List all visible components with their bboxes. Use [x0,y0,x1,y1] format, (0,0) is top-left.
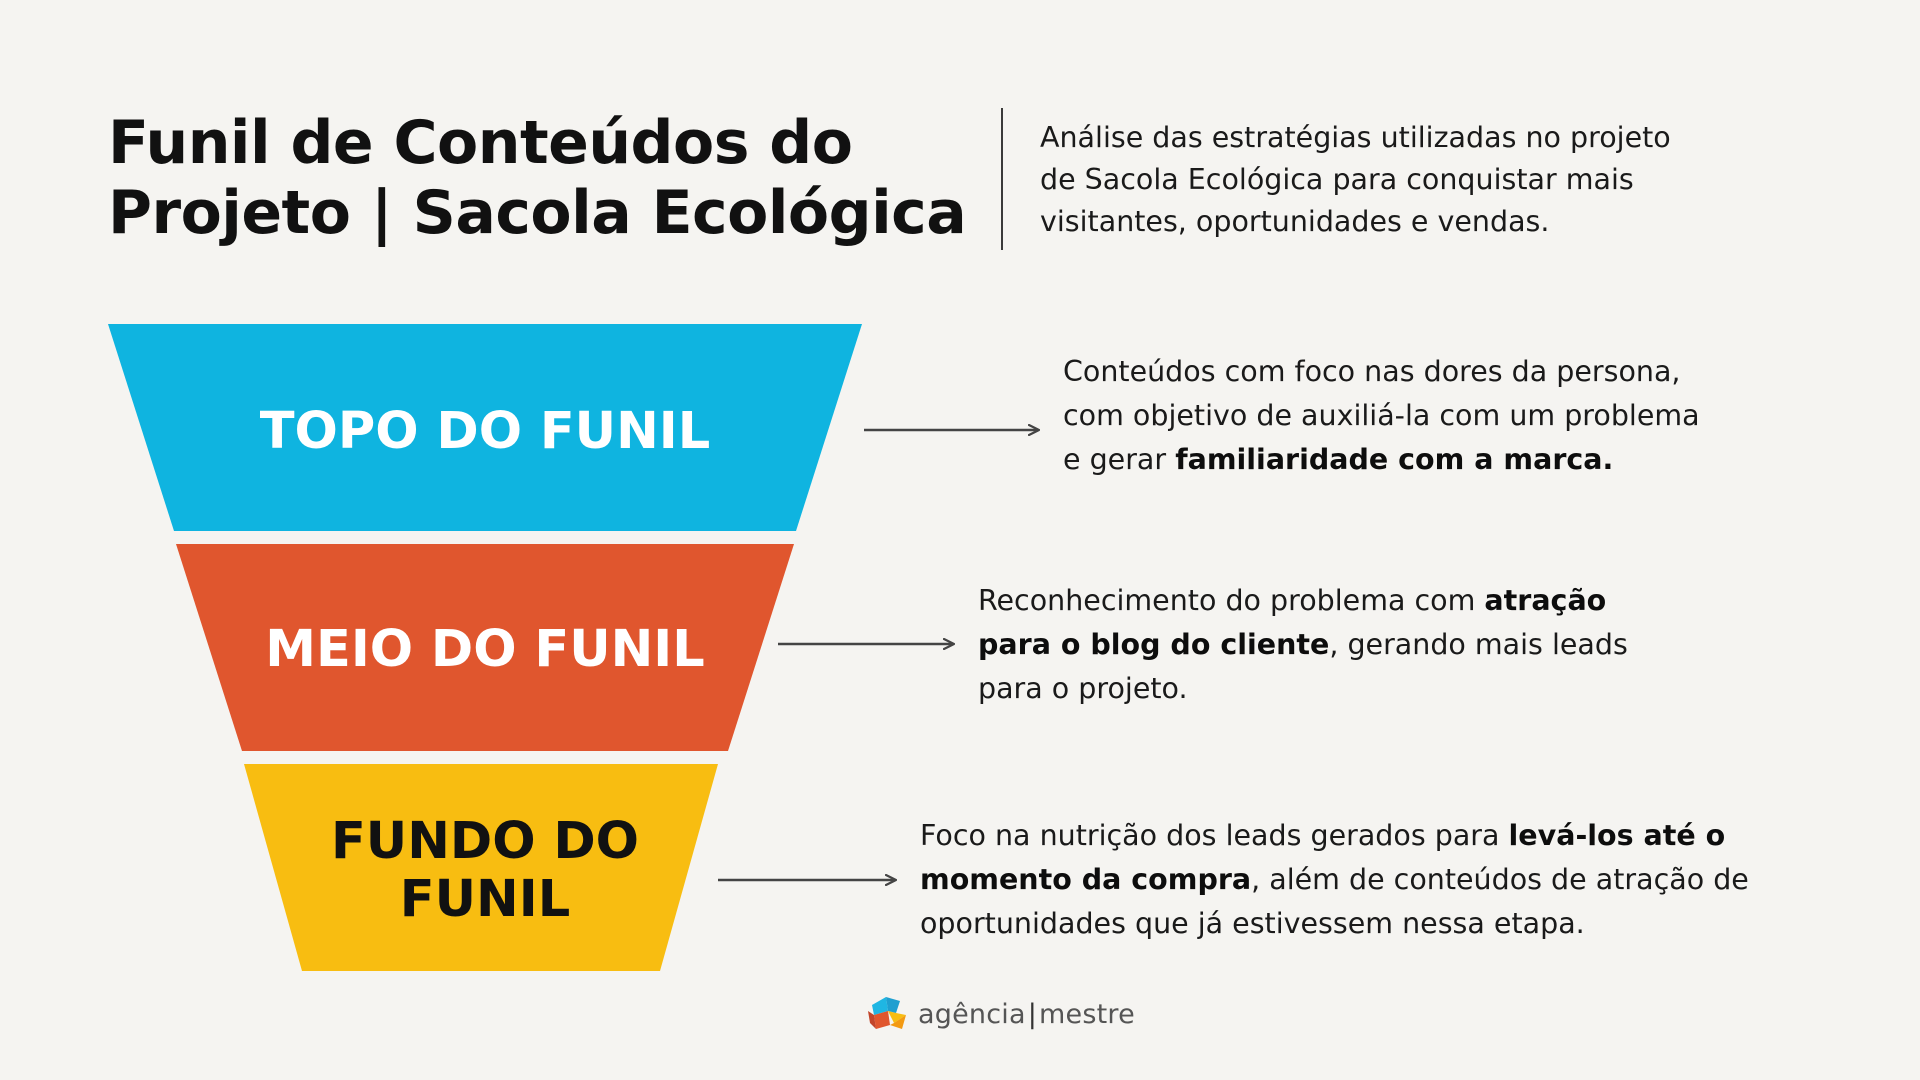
title-line-1: Funil de Conteúdos do [108,108,853,178]
description-line: para o projeto. [978,667,1628,711]
subtitle-line-3: visitantes, oportunidades e vendas. [1040,205,1550,238]
description-line: com objetivo de auxiliá-la com um proble… [1063,394,1700,438]
description-emphasis: familiaridade com a marca. [1175,443,1614,476]
title-line-2: Projeto | Sacola Ecológica [108,178,967,248]
description-text: e gerar [1063,443,1176,476]
description-line: Foco na nutrição dos leads gerados para … [920,814,1749,858]
description-emphasis: levá-los até o [1508,819,1726,852]
funnel-description-topo: Conteúdos com foco nas dores da persona,… [1063,350,1700,482]
page-title: Funil de Conteúdos do Projeto | Sacola E… [108,108,988,248]
header-divider [1001,108,1003,250]
description-line: para o blog do cliente, gerando mais lea… [978,623,1628,667]
funnel-stage-fundo-label-line: FUNIL [400,870,570,929]
logo-wordmark: agência|mestre [918,999,1135,1030]
description-emphasis: momento da compra [920,863,1252,896]
description-text: Foco na nutrição dos leads gerados para [920,819,1509,852]
description-text: , além de conteúdos de atração de [1251,863,1749,896]
description-text: Reconhecimento do problema com [978,584,1485,617]
logo-name-right: mestre [1039,998,1135,1030]
description-emphasis: para o blog do cliente [978,628,1330,661]
funnel-stage-topo [108,324,862,531]
description-emphasis: atração [1484,584,1607,617]
funnel-description-fundo: Foco na nutrição dos leads gerados para … [920,814,1749,946]
description-text: , gerando mais leads [1329,628,1628,661]
agency-logo: agência|mestre [866,990,1135,1038]
funnel-stage-fundo-label-line: FUNDO DO [331,812,639,871]
description-line: Reconhecimento do problema com atração [978,579,1628,623]
description-line: e gerar familiaridade com a marca. [1063,438,1700,482]
funnel-stage-fundo [244,764,718,971]
subtitle-line-1: Análise das estratégias utilizadas no pr… [1040,121,1671,154]
logo-mark-icon [868,997,906,1029]
logo-separator: | [1027,998,1037,1030]
funnel-stage-meio-label-line: MEIO DO FUNIL [265,620,705,679]
description-text: oportunidades que já estivessem nessa et… [920,907,1585,940]
page-subtitle: Análise das estratégias utilizadas no pr… [1040,117,1760,243]
description-line: oportunidades que já estivessem nessa et… [920,902,1749,946]
funnel-stage-meio [176,544,794,751]
funnel-stage-meio-label: MEIO DO FUNIL [265,620,705,679]
description-line: momento da compra, além de conteúdos de … [920,858,1749,902]
description-text: para o projeto. [978,672,1188,705]
logo-name-left: agência [918,998,1026,1030]
description-line: Conteúdos com foco nas dores da persona, [1063,350,1700,394]
funnel-stage-topo-label: TOPO DO FUNIL [260,402,710,461]
funnel-stage-topo-label-line: TOPO DO FUNIL [260,402,710,461]
subtitle-line-2: de Sacola Ecológica para conquistar mais [1040,163,1634,196]
description-text: com objetivo de auxiliá-la com um proble… [1063,399,1700,432]
description-text: Conteúdos com foco nas dores da persona, [1063,355,1681,388]
